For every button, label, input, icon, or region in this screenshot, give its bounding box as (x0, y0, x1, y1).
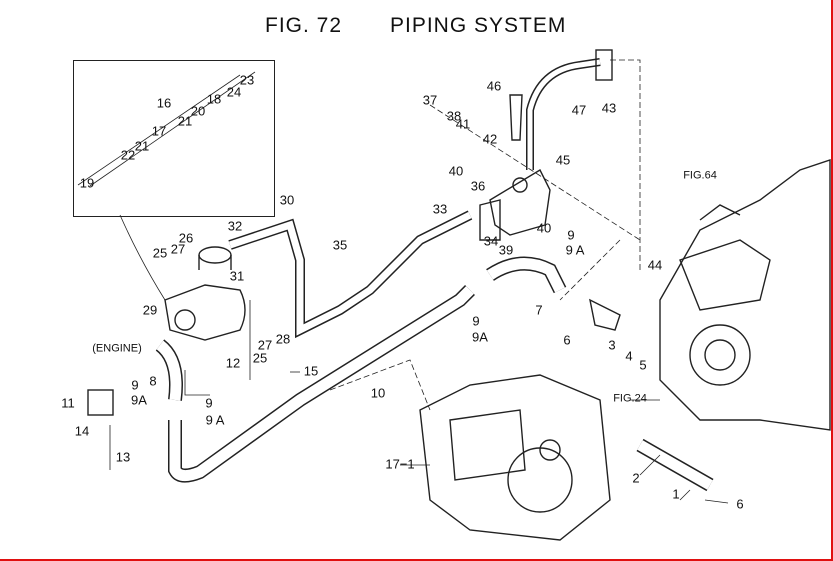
callout-label: 4 (625, 348, 633, 364)
callout-label: 22 (120, 147, 136, 163)
callout-label: 7 (535, 302, 543, 318)
callout-label: FIG.24 (613, 392, 647, 405)
callout-label: 9 (205, 395, 213, 411)
figure-number: FIG. 72 (265, 14, 343, 37)
callout-label: 43 (601, 100, 617, 116)
callout-label: 14 (74, 423, 90, 439)
callout-label: 34 (483, 233, 499, 249)
callout-label: 9 A (205, 412, 225, 428)
callout-label: 23 (239, 72, 255, 88)
callout-label: 1 (672, 486, 680, 502)
callout-label: 31 (229, 268, 245, 284)
callout-label: 27 (257, 337, 273, 353)
callout-label: 2 (632, 470, 640, 486)
callout-label: 30 (279, 192, 295, 208)
callout-label: 40 (536, 220, 552, 236)
callout-label: 11 (61, 395, 75, 411)
callout-label: 24 (226, 84, 242, 100)
callout-label: 37 (422, 92, 438, 108)
callout-label: 35 (332, 237, 348, 253)
callout-label: 21 (177, 113, 193, 129)
callout-label: 3 (608, 337, 616, 353)
callout-label: 45 (555, 152, 571, 168)
callout-label: 20 (190, 103, 206, 119)
pump-29 (164, 284, 246, 341)
callout-label: 26 (178, 230, 194, 246)
callout-label: 16 (156, 95, 172, 111)
callout-label: 5 (639, 357, 647, 373)
callout-label: 40 (448, 163, 464, 179)
callout-label: 9 (567, 227, 575, 243)
callout-label: 33 (432, 201, 448, 217)
callout-label: 15 (303, 363, 319, 379)
callout-label: 9A (131, 392, 147, 408)
callout-label: 8 (149, 373, 157, 389)
transmission-housing (419, 374, 611, 541)
callout-label: 44 (647, 257, 663, 273)
callout-label: 36 (470, 178, 486, 194)
callout-label: 25 (252, 350, 268, 366)
callout-label: 9 (472, 313, 480, 329)
callout-label: 12 (225, 355, 241, 371)
callout-label: 47 (571, 102, 587, 118)
callout-label: 9A (472, 329, 488, 345)
callout-label: 25 (152, 245, 168, 261)
callout-label: 27 (170, 241, 186, 257)
callout-label: (ENGINE) (92, 342, 142, 355)
callout-label: 28 (275, 331, 291, 347)
callout-label: 6 (736, 496, 744, 512)
figure-title: PIPING SYSTEM (390, 14, 567, 37)
inset-detail-box (73, 60, 275, 217)
callout-label: 41 (455, 116, 471, 132)
callout-label: 10 (370, 385, 386, 401)
callout-label: 9 A (565, 242, 585, 258)
callout-label: 9 (131, 377, 139, 393)
callout-label: 19 (79, 175, 95, 191)
callout-label: 17 (151, 123, 167, 139)
callout-label: 13 (115, 449, 131, 465)
callout-label: 42 (482, 131, 498, 147)
valve-block (489, 169, 551, 236)
callout-label: 32 (227, 218, 243, 234)
callout-label: 6 (563, 332, 571, 348)
callout-label: 21 (134, 138, 150, 154)
callout-label: 46 (486, 78, 502, 94)
callout-label: 38 (446, 108, 462, 124)
callout-label: 18 (206, 91, 222, 107)
rear-housing (659, 159, 831, 431)
callout-label: FIG.64 (683, 169, 717, 182)
callout-label: 29 (142, 302, 158, 318)
callout-label: 39 (498, 242, 514, 258)
callout-label: 17−1 (385, 456, 415, 472)
